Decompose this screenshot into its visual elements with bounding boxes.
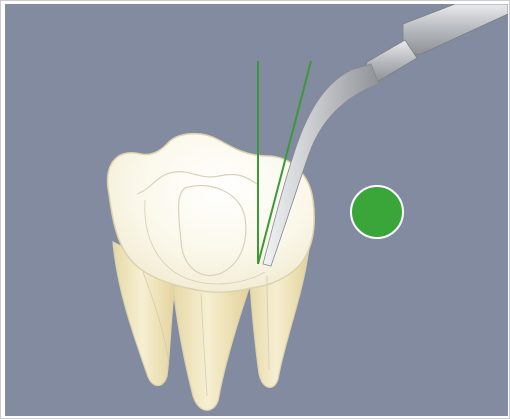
green-status-indicator [351, 186, 403, 238]
tooth-scaler-diagram [5, 4, 508, 416]
illustration-stage [5, 4, 508, 416]
